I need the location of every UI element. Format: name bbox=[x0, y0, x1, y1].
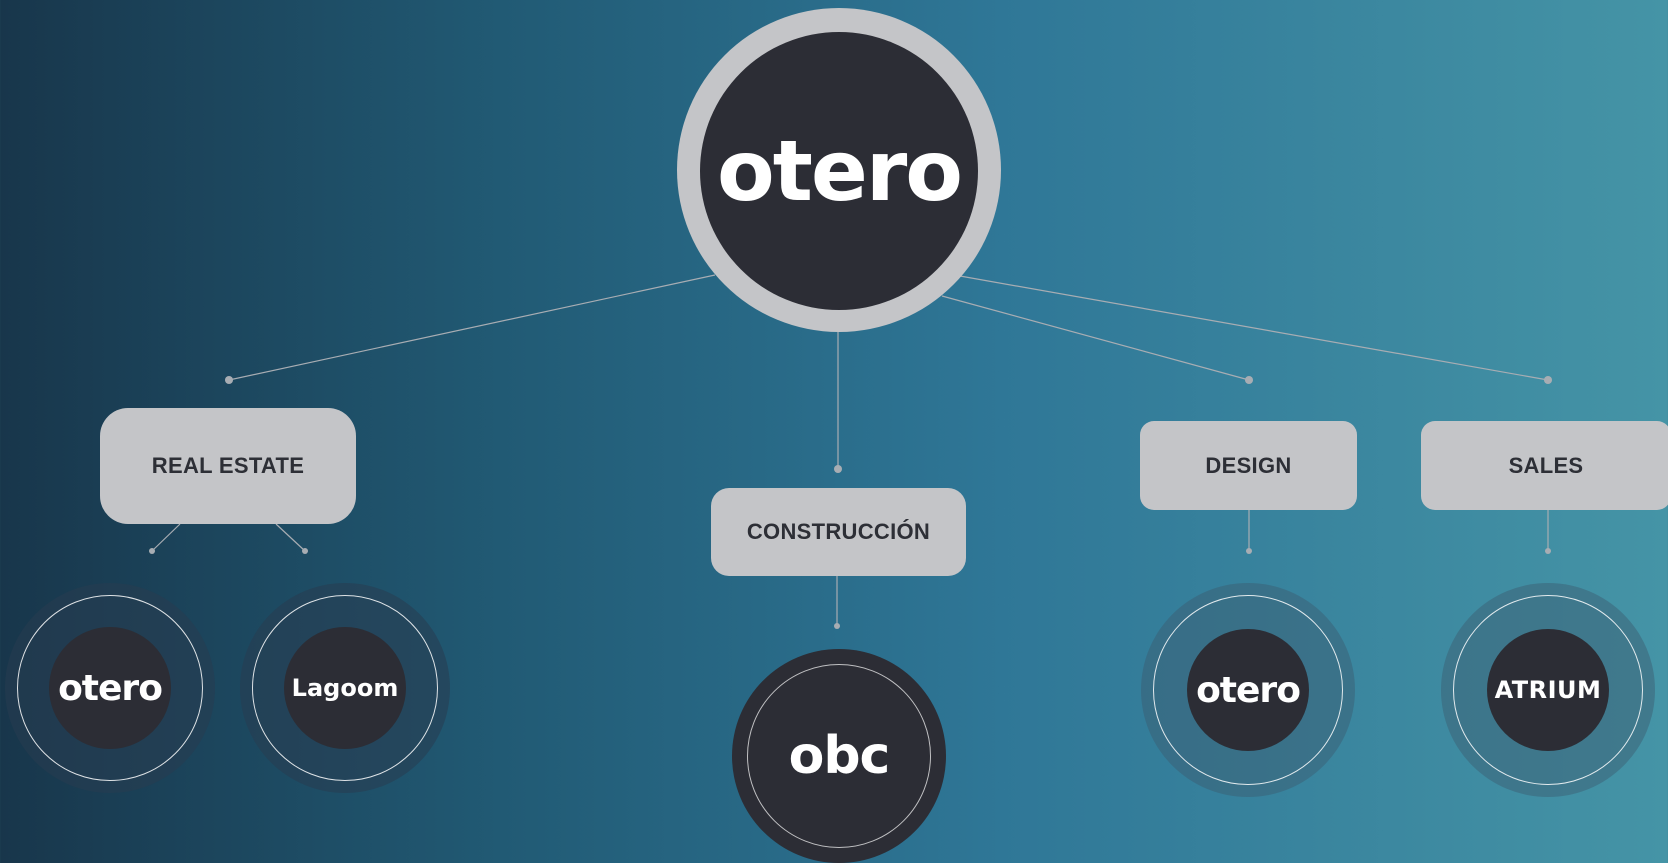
connector-dot bbox=[225, 376, 233, 384]
brand-node-atrium: ATRIUM bbox=[1441, 583, 1655, 797]
brand-logo-atrium: ATRIUM bbox=[1494, 676, 1602, 704]
brand-ring bbox=[747, 664, 931, 848]
root-node-core: otero bbox=[700, 32, 978, 310]
connector-dot bbox=[834, 623, 840, 629]
brand-ring bbox=[1453, 595, 1643, 785]
connector-root-sales bbox=[959, 275, 1549, 381]
brand-ring bbox=[252, 595, 438, 781]
connector-dot bbox=[1246, 548, 1252, 554]
connector-dot bbox=[834, 465, 842, 473]
brand-ring bbox=[17, 595, 203, 781]
category-real-estate: REAL ESTATE bbox=[100, 408, 356, 524]
brand-ring bbox=[1153, 595, 1343, 785]
brand-logo-lagoom: Lagoom bbox=[291, 674, 399, 702]
connector-dot bbox=[149, 548, 155, 554]
brand-node-otero-real-estate: otero bbox=[5, 583, 215, 793]
category-sales-label: SALES bbox=[1508, 452, 1584, 478]
connector-real-estate-otero bbox=[151, 523, 181, 552]
connector-dot bbox=[302, 548, 308, 554]
brand-logo-otero: otero bbox=[58, 667, 163, 709]
root-logo: otero bbox=[717, 122, 963, 220]
category-construccion: CONSTRUCCIÓN bbox=[711, 488, 966, 576]
brand-core: otero bbox=[49, 627, 171, 749]
brand-node-obc: obc bbox=[732, 649, 946, 863]
category-construccion-label: CONSTRUCCIÓN bbox=[746, 519, 931, 544]
connector-root-real-estate bbox=[228, 274, 716, 381]
brand-core: ATRIUM bbox=[1487, 629, 1609, 751]
brand-logo-otero: otero bbox=[1196, 669, 1301, 711]
brand-node-lagoom: Lagoom bbox=[240, 583, 450, 793]
brand-node-otero-design: otero bbox=[1141, 583, 1355, 797]
category-sales: SALES bbox=[1421, 421, 1668, 510]
category-real-estate-label: REAL ESTATE bbox=[151, 453, 305, 478]
category-design-label: DESIGN bbox=[1205, 452, 1292, 478]
brand-core: otero bbox=[1187, 629, 1309, 751]
connector-dot bbox=[1545, 548, 1551, 554]
category-design: DESIGN bbox=[1140, 421, 1357, 510]
connector-real-estate-lagoom bbox=[275, 523, 306, 552]
connector-dot bbox=[1245, 376, 1253, 384]
brand-core: Lagoom bbox=[284, 627, 406, 749]
connector-root-design bbox=[941, 295, 1250, 381]
connector-dot bbox=[1544, 376, 1552, 384]
